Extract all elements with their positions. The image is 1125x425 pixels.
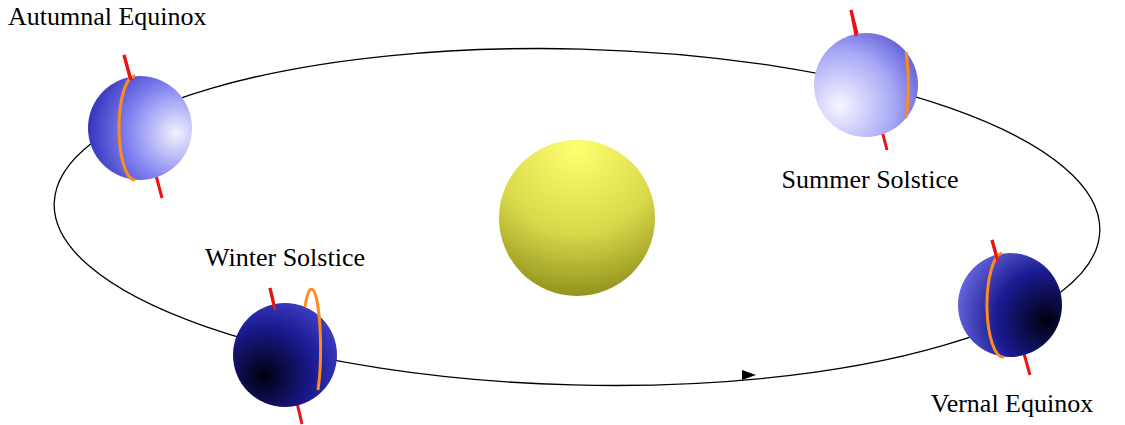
season-label: Vernal Equinox [931,389,1093,419]
earth-globe [88,55,192,198]
season-label: Autumnal Equinox [8,2,207,32]
orbit-path [50,35,1104,398]
orbit-arrowhead [742,370,756,380]
season-label: Summer Solstice [782,165,959,195]
earth-globe [958,240,1062,375]
earth-globe [814,10,918,150]
sun [499,140,655,296]
earth-globe [233,288,337,424]
season-label: Winter Solstice [205,243,365,273]
